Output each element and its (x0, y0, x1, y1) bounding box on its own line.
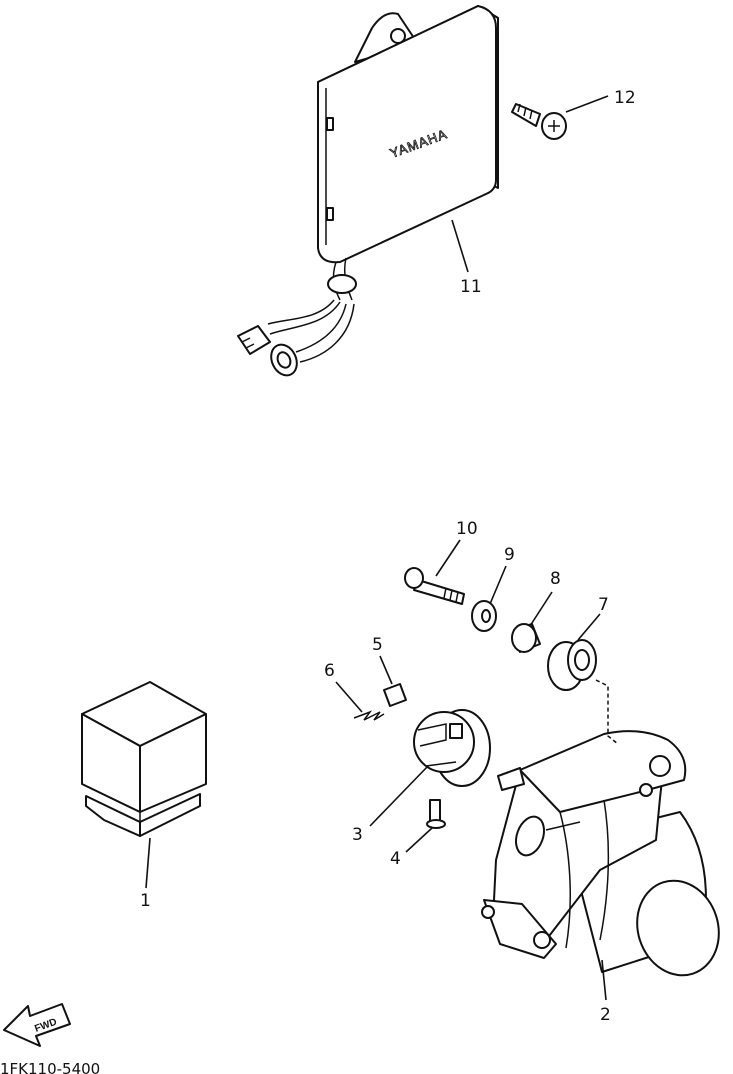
collar (511, 623, 541, 653)
bolt (404, 567, 465, 605)
callout-numbers: 1 2 3 4 5 6 7 8 9 10 11 12 (140, 88, 636, 1025)
brush-plate (413, 709, 491, 787)
washer (471, 600, 497, 632)
callout-12: 12 (614, 88, 636, 108)
callout-2: 2 (600, 1005, 611, 1025)
callout-10: 10 (456, 519, 478, 539)
forward-arrow-icon: FWD (3, 1003, 71, 1047)
callout-7: 7 (598, 595, 609, 615)
leader-lines (145, 95, 609, 1001)
brush (383, 683, 407, 707)
callout-1: 1 (140, 891, 151, 911)
relay (81, 681, 207, 837)
callout-5: 5 (372, 635, 383, 655)
callout-9: 9 (504, 545, 515, 565)
spring (353, 710, 385, 721)
callout-6: 6 (324, 661, 335, 681)
screw-4 (426, 799, 446, 829)
callout-11: 11 (460, 277, 482, 297)
callout-4: 4 (390, 849, 401, 869)
callout-8: 8 (550, 569, 561, 589)
drawing-code: 1FK110-5400 (0, 1060, 100, 1074)
starter-motor-housing (481, 679, 720, 977)
screw-12 (511, 103, 567, 140)
callout-3: 3 (352, 825, 363, 845)
ignitor-unit: YAMAHA (237, 5, 499, 377)
grommet (547, 639, 597, 691)
